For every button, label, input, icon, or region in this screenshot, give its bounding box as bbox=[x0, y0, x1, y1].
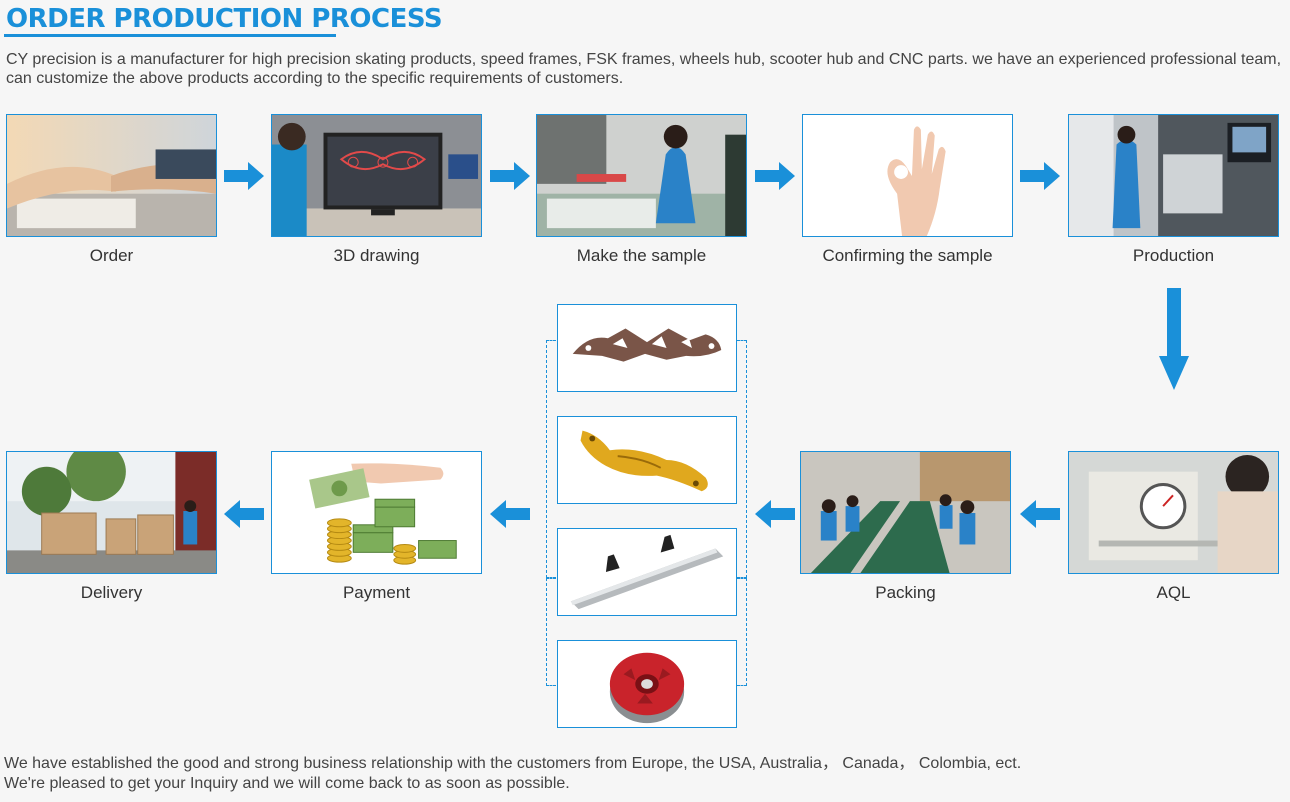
arrow-down-icon bbox=[1159, 288, 1189, 390]
ok-hand-image bbox=[802, 114, 1013, 237]
arrow-left-icon bbox=[224, 500, 264, 528]
arrow-right-icon bbox=[490, 162, 530, 190]
step-label: Payment bbox=[342, 583, 411, 602]
page-title: ORDER PRODUCTION PROCESS bbox=[6, 4, 443, 34]
step-aql: AQL bbox=[1068, 451, 1279, 603]
step-3d-drawing: 3D drawing bbox=[271, 114, 482, 266]
arrow-left-icon bbox=[1020, 500, 1060, 528]
bracket-left-upper bbox=[546, 340, 556, 578]
arrow-right-icon bbox=[1020, 162, 1060, 190]
title-underline bbox=[4, 34, 336, 37]
product-aluminum-frame bbox=[557, 528, 737, 616]
step-label: Confirming the sample bbox=[822, 246, 993, 265]
step-make-sample: Make the sample bbox=[536, 114, 747, 266]
drawing-image bbox=[271, 114, 482, 237]
step-packing: Packing bbox=[800, 451, 1011, 603]
delivery-image bbox=[6, 451, 217, 574]
arrow-left-icon bbox=[755, 500, 795, 528]
step-label: Order bbox=[89, 246, 134, 265]
footer-text: We have established the good and strong … bbox=[4, 754, 1284, 794]
product-speed-frame bbox=[557, 304, 737, 392]
step-label: 3D drawing bbox=[333, 246, 420, 265]
bracket-right-upper bbox=[737, 340, 747, 578]
payment-image bbox=[271, 451, 482, 574]
order-image bbox=[6, 114, 217, 237]
step-label: Production bbox=[1132, 246, 1215, 265]
step-delivery: Delivery bbox=[6, 451, 217, 603]
step-production: Production bbox=[1068, 114, 1279, 266]
step-label: Make the sample bbox=[576, 246, 707, 265]
step-payment: Payment bbox=[271, 451, 482, 603]
product-gold-frame bbox=[557, 416, 737, 504]
production-image bbox=[1068, 114, 1279, 237]
step-label: AQL bbox=[1156, 583, 1191, 602]
packing-image bbox=[800, 451, 1011, 574]
bracket-right-lower bbox=[737, 578, 747, 686]
step-label: Delivery bbox=[80, 583, 143, 602]
step-order: Order bbox=[6, 114, 217, 266]
step-label: Packing bbox=[875, 583, 936, 602]
arrow-right-icon bbox=[224, 162, 264, 190]
product-wheel-hub bbox=[557, 640, 737, 728]
footer-line-2: We're pleased to get your Inquiry and we… bbox=[4, 775, 570, 792]
aql-image bbox=[1068, 451, 1279, 574]
bracket-left-lower bbox=[546, 578, 556, 686]
arrow-right-icon bbox=[755, 162, 795, 190]
arrow-left-icon bbox=[490, 500, 530, 528]
step-confirm-sample: Confirming the sample bbox=[802, 114, 1013, 266]
sample-image bbox=[536, 114, 747, 237]
footer-line-1: We have established the good and strong … bbox=[4, 755, 1022, 772]
intro-text: CY precision is a manufacturer for high … bbox=[6, 51, 1282, 87]
